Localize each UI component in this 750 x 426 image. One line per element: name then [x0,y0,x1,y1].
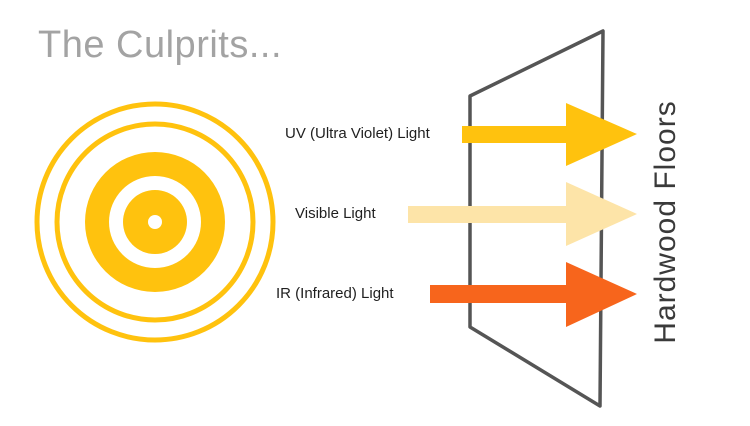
uv-ray-head [566,103,637,166]
uv-ray-arrow [462,103,637,166]
hardwood-floors-label: Hardwood Floors [649,100,682,344]
sun-middle-ring [54,121,256,323]
uv-ray-shaft [462,126,566,143]
ir-ray-arrow [430,262,637,327]
ir-light-label: IR (Infrared) Light [276,285,394,302]
diagram-title: The Culprits... [38,24,283,66]
sun-center-dot [148,215,162,229]
visible-ray-shaft [408,206,566,223]
sun-icon [34,101,276,343]
visible-light-label: Visible Light [295,205,376,222]
ir-ray-shaft [430,285,566,303]
ir-ray-head [566,262,637,327]
sun-outer-ring [34,101,276,343]
uv-light-label: UV (Ultra Violet) Light [285,125,430,142]
visible-ray-arrow [408,182,637,246]
visible-ray-head [566,182,637,246]
